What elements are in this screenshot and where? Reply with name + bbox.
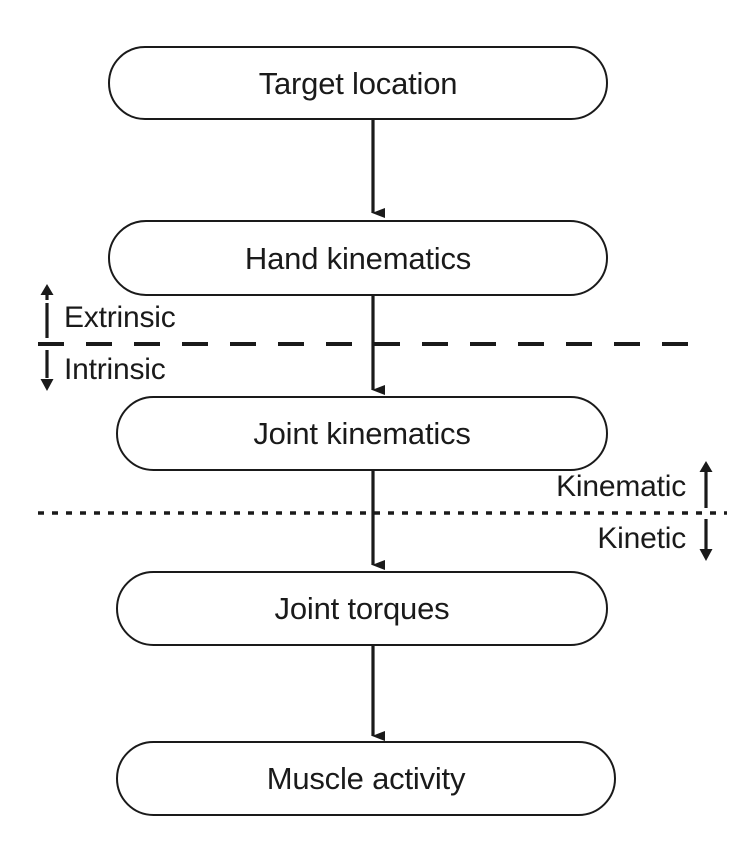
divider-label-kinetic: Kinetic xyxy=(597,522,686,555)
node-target-location[interactable]: Target location xyxy=(108,46,608,120)
divider-label-extrinsic: Extrinsic xyxy=(64,301,176,334)
node-label-joint-kinematics: Joint kinematics xyxy=(253,416,471,451)
node-joint-torques[interactable]: Joint torques xyxy=(116,571,608,646)
divider-label-kinematic: Kinematic xyxy=(556,470,686,503)
node-hand-kinematics[interactable]: Hand kinematics xyxy=(108,220,608,296)
node-label-joint-torques: Joint torques xyxy=(274,591,450,626)
node-label-target-location: Target location xyxy=(258,65,458,101)
kinematic-kinetic-double-arrow xyxy=(699,461,713,561)
node-joint-kinematics[interactable]: Joint kinematics xyxy=(116,396,608,471)
extrinsic-intrinsic-double-arrow xyxy=(40,284,54,391)
node-label-hand-kinematics: Hand kinematics xyxy=(244,240,472,276)
node-muscle-activity[interactable]: Muscle activity xyxy=(116,741,616,816)
node-label-muscle-activity: Muscle activity xyxy=(266,761,466,796)
divider-label-intrinsic: Intrinsic xyxy=(64,353,166,386)
